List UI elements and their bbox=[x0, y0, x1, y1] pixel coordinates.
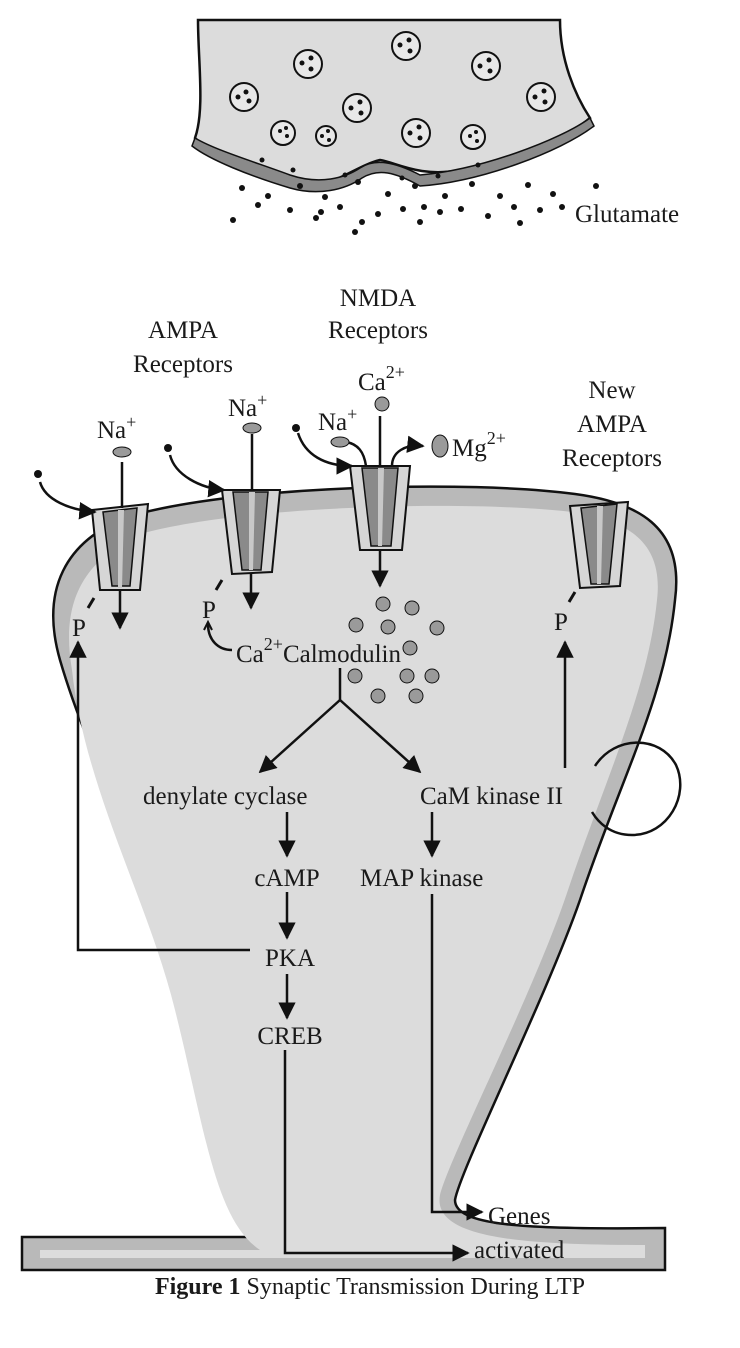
vesicle bbox=[401, 118, 431, 148]
p-label-3: P bbox=[554, 609, 568, 636]
nmda-label-1: NMDA bbox=[340, 285, 416, 312]
new-ampa-label-2: AMPA bbox=[577, 411, 647, 438]
new-ampa-label-1: New bbox=[588, 377, 635, 404]
na-label-1: Na+ bbox=[97, 412, 136, 444]
vesicle bbox=[315, 125, 337, 147]
na-label-2: Na+ bbox=[228, 390, 267, 422]
nmda-receptor bbox=[348, 465, 412, 551]
pka-label: PKA bbox=[265, 945, 315, 972]
na-label-3: Na+ bbox=[318, 404, 357, 436]
caption-text: Synaptic Transmission During LTP bbox=[240, 1274, 586, 1300]
ampa-receptor-2 bbox=[220, 489, 282, 576]
glutamate-label: Glutamate bbox=[575, 201, 679, 228]
vesicle bbox=[391, 31, 421, 61]
caption-figure-number: Figure 1 bbox=[154, 1274, 241, 1300]
mg-label: Mg2+ bbox=[452, 428, 506, 462]
map-kinase-label: MAP kinase bbox=[360, 865, 483, 892]
ion-influx bbox=[38, 416, 425, 630]
cam-kinase-ii-label: CaM kinase II bbox=[420, 783, 563, 810]
creb-label: CREB bbox=[257, 1023, 322, 1050]
calcium-ions bbox=[347, 596, 445, 704]
vesicle bbox=[229, 82, 259, 112]
ampa-label-2: Receptors bbox=[133, 351, 233, 378]
vesicle bbox=[293, 49, 323, 79]
vesicle bbox=[526, 82, 556, 112]
docking-vesicle bbox=[270, 120, 296, 146]
nmda-label-2: Receptors bbox=[328, 317, 428, 344]
vesicle bbox=[342, 93, 372, 123]
p-label-2: P bbox=[202, 597, 216, 624]
vesicle bbox=[471, 51, 501, 81]
adenylate-cyclase-label: denylate cyclase bbox=[143, 783, 308, 810]
docking-vesicle bbox=[460, 124, 486, 150]
p-label-1: P bbox=[72, 615, 86, 642]
glutamate-molecules bbox=[230, 179, 599, 235]
ca-calmodulin-label: Ca2+Calmodulin bbox=[236, 634, 401, 668]
figure-caption: Figure 1 Synaptic Transmission During LT… bbox=[0, 1274, 740, 1301]
pathway-arrows bbox=[69, 619, 682, 1262]
postsynaptic-spine bbox=[20, 485, 678, 1272]
new-ampa-receptor bbox=[568, 500, 630, 590]
camp-label: cAMP bbox=[254, 865, 319, 892]
new-ampa-label-3: Receptors bbox=[562, 445, 662, 472]
presynaptic-terminal bbox=[191, 18, 595, 193]
ca-label-top: Ca2+ bbox=[358, 362, 405, 396]
ions bbox=[34, 396, 449, 478]
ampa-label-1: AMPA bbox=[148, 317, 218, 344]
activated-label: activated bbox=[474, 1237, 565, 1264]
genes-label: Genes bbox=[488, 1203, 550, 1230]
phospho-links bbox=[86, 579, 577, 609]
ampa-receptor-1 bbox=[90, 502, 150, 591]
